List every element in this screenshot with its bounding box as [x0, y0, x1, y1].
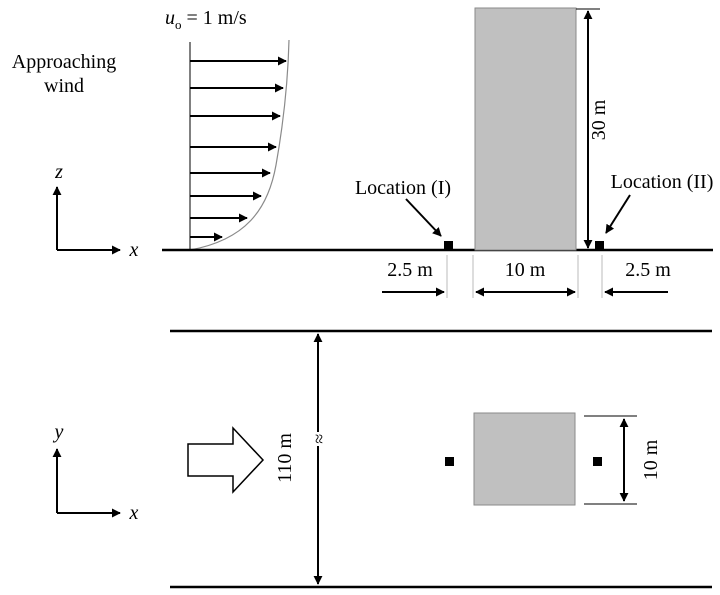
x-axis-label: x — [129, 502, 139, 524]
location-1-leader — [405, 198, 442, 237]
building-plan — [473, 412, 576, 506]
z-axis-label: z — [54, 161, 63, 183]
wind-direction-arrow — [187, 426, 265, 494]
location-2-label: Location (II) — [611, 171, 714, 193]
break-mask — [312, 432, 324, 446]
y-axis-label: y — [53, 421, 64, 443]
location-2-plan-marker — [593, 457, 602, 466]
building-side — [474, 7, 577, 251]
gap-left-label: 2.5 m — [387, 259, 433, 281]
approaching-wind-label-line1: Approaching — [12, 51, 116, 73]
location-1-plan-marker — [445, 457, 454, 466]
location-2-marker — [595, 241, 604, 250]
location-2-leader — [605, 194, 631, 234]
plan-axes: y x — [52, 421, 139, 524]
location-1-label: Location (I) — [355, 177, 451, 199]
side-view: uo = 1 m/s Approaching wind 30 m — [12, 7, 714, 298]
gap-right-label: 2.5 m — [625, 259, 671, 281]
approaching-wind-label-line2: wind — [44, 75, 84, 97]
building-depth-label: 10 m — [640, 439, 662, 480]
location-1-marker — [444, 241, 453, 250]
side-axes: z x — [52, 161, 139, 261]
x-axis-label: x — [129, 239, 139, 261]
wind-speed-label: uo = 1 m/s — [165, 7, 247, 32]
plan-view: ≈ 110 m 10 m y x — [52, 329, 712, 589]
break-symbol: ≈ — [309, 434, 329, 444]
domain-width-label: 110 m — [274, 433, 296, 483]
velocity-arrows — [190, 56, 287, 242]
height-label: 30 m — [588, 99, 610, 140]
velocity-profile-curve — [189, 39, 290, 251]
building-width-label: 10 m — [505, 259, 546, 281]
